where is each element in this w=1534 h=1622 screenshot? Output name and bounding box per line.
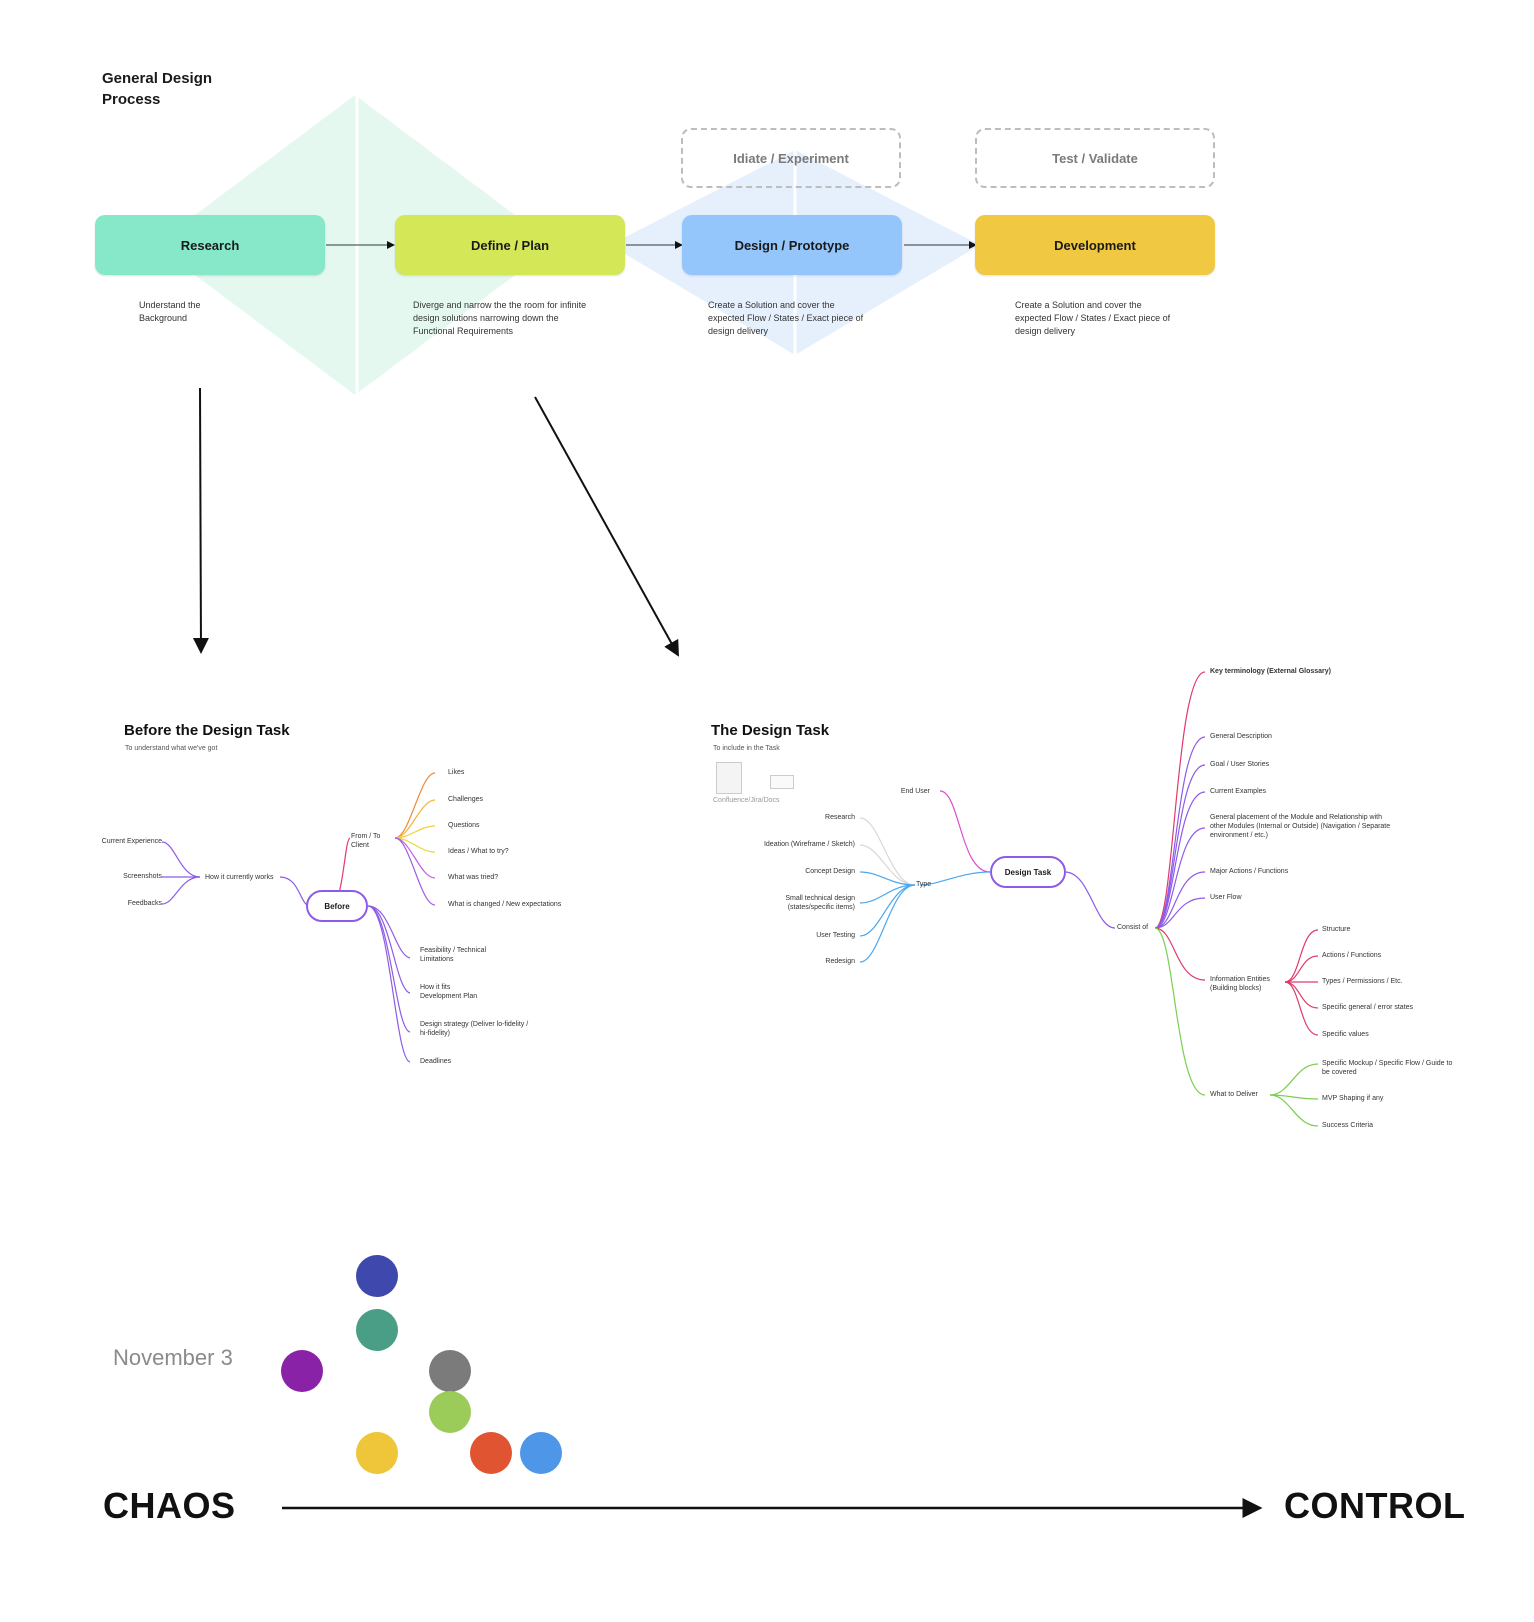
document-icon <box>716 762 742 794</box>
stage-research[interactable]: Research <box>95 215 325 275</box>
map-node: Consist of <box>1117 924 1149 931</box>
map-node: Ideas / What to try? <box>448 848 509 855</box>
map-node: Ideation (Wireframe / Sketch) <box>763 841 855 848</box>
map-node: How it fits Development Plan <box>420 984 478 1000</box>
stage-development[interactable]: Development <box>975 215 1215 275</box>
chaos-label: CHAOS <box>103 1485 236 1526</box>
map-node: Small technical design (states/specific … <box>785 895 855 911</box>
map-node: Goal / User Stories <box>1210 761 1270 768</box>
map-node: MVP Shaping if any <box>1322 1095 1384 1102</box>
map-node: Concept Design <box>805 868 855 875</box>
stage-design-prototype[interactable]: Design / Prototype <box>682 215 902 275</box>
before-center-node[interactable]: Before <box>306 890 368 922</box>
map-node: From / To Client <box>351 833 381 849</box>
purple-dot[interactable] <box>281 1350 323 1392</box>
map-node: Type <box>916 881 932 888</box>
ideate-phase-box[interactable]: Idiate / Experiment <box>681 128 901 188</box>
map-node: Information Entities (Building blocks) <box>1210 976 1270 992</box>
map-node: Current Examples <box>1210 788 1267 795</box>
map-node: Challenges <box>448 796 484 803</box>
define-to-task-arrow <box>534 396 679 657</box>
map-node: Major Actions / Functions <box>1210 868 1289 875</box>
map-node: Research <box>825 814 855 821</box>
map-node: Screenshots <box>123 873 162 880</box>
test-phase-label: Test / Validate <box>1052 150 1138 166</box>
map-node: Structure <box>1322 926 1351 933</box>
map-node: End User <box>900 788 930 795</box>
orange-dot[interactable] <box>470 1432 512 1474</box>
map-node: Redesign <box>825 958 855 965</box>
stage-description: Diverge and narrow the the room for infi… <box>413 300 587 336</box>
map-node: Key terminology (External Glossary) <box>1210 668 1331 675</box>
map-node: User Flow <box>1210 894 1242 901</box>
indigo-dot[interactable] <box>356 1255 398 1297</box>
ideate-phase-label: Idiate / Experiment <box>733 150 849 166</box>
icon-caption: Confluence/Jira/Docs <box>713 797 780 804</box>
lime-dot[interactable] <box>429 1391 471 1433</box>
design-task-center-node[interactable]: Design Task <box>990 856 1066 888</box>
test-phase-box[interactable]: Test / Validate <box>975 128 1215 188</box>
map-node: Specific values <box>1322 1031 1369 1038</box>
map-node: Actions / Functions <box>1322 952 1382 959</box>
page-title: General Design Process <box>102 70 213 108</box>
map-node: General Description <box>1210 733 1272 740</box>
stage-description: Understand the Background <box>139 300 201 323</box>
stage-description: Create a Solution and cover the expected… <box>708 300 864 336</box>
map-node: Feedbacks <box>127 900 162 907</box>
map-node: Types / Permissions / Etc. <box>1322 978 1403 985</box>
task-map-subtitle: To include in the Task <box>713 745 780 752</box>
map-node: What is changed / New expectations <box>448 901 562 908</box>
stage-label: Design / Prototype <box>734 237 850 253</box>
map-node: Specific Mockup / Specific Flow / Guide … <box>1322 1060 1453 1076</box>
link-icon <box>770 775 794 789</box>
map-node: Specific general / error states <box>1322 1004 1414 1011</box>
grey-dot[interactable] <box>429 1350 471 1392</box>
map-node: User Testing <box>816 932 855 939</box>
control-label: CONTROL <box>1284 1485 1466 1526</box>
map-node-label: Design Task <box>1004 867 1052 877</box>
map-node: General placement of the Module and Rela… <box>1210 814 1391 839</box>
stage-label: Development <box>1054 237 1136 253</box>
stage-label: Research <box>180 237 240 253</box>
before-map-title: Before the Design Task <box>124 722 290 739</box>
yellow-dot[interactable] <box>356 1432 398 1474</box>
stage-label: Define / Plan <box>470 237 550 253</box>
timeline-date: November 3 <box>113 1345 233 1370</box>
map-node: Design strategy (Deliver lo-fidelity / h… <box>420 1021 529 1037</box>
map-node: Questions <box>448 822 480 829</box>
map-node: Current Experience <box>101 838 162 845</box>
before-map-subtitle: To understand what we've got <box>125 745 218 752</box>
teal-dot[interactable] <box>356 1309 398 1351</box>
stage-define-plan[interactable]: Define / Plan <box>395 215 625 275</box>
research-to-before-arrow <box>192 387 209 654</box>
map-node: Deadlines <box>420 1058 452 1065</box>
map-node-label: Before <box>324 901 350 911</box>
map-node: What to Deliver <box>1210 1091 1258 1098</box>
task-map-title: The Design Task <box>711 722 830 739</box>
map-node: What was tried? <box>448 874 499 881</box>
map-node: Feasibility / Technical Limitations <box>420 947 487 963</box>
blue-dot[interactable] <box>520 1432 562 1474</box>
map-node: Success Criteria <box>1322 1122 1373 1129</box>
stage-description: Create a Solution and cover the expected… <box>1015 300 1171 336</box>
map-node: Likes <box>448 769 465 776</box>
map-node: How it currently works <box>205 874 274 881</box>
